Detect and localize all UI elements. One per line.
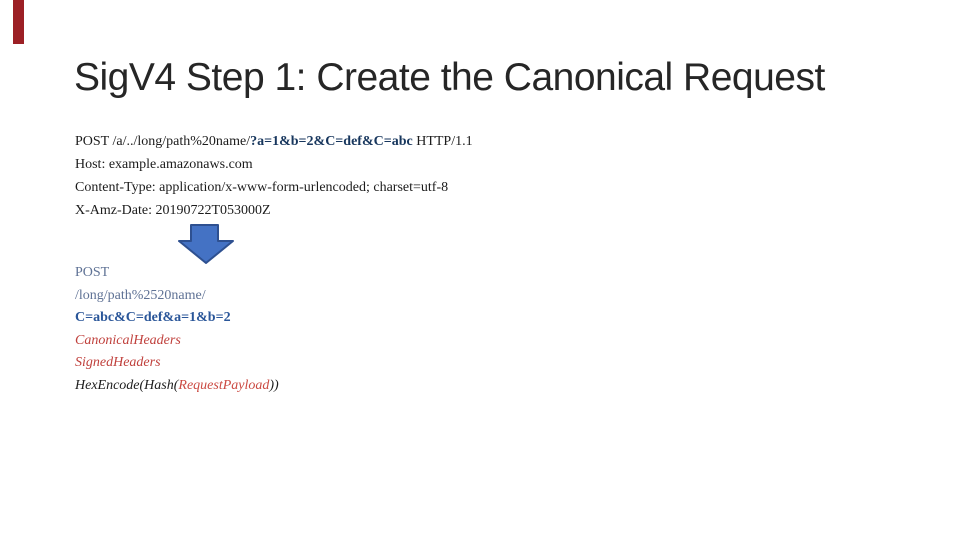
down-arrow-icon xyxy=(178,224,234,264)
hashed-payload-line: HexEncode(Hash(RequestPayload)) xyxy=(75,375,279,398)
request-payload-label: RequestPayload xyxy=(178,377,270,393)
request-query-string: ?a=1&b=2&C=def&C=abc xyxy=(250,134,413,149)
request-method-path: POST /a/../long/path%20name/ xyxy=(75,134,251,149)
canonical-query-string: C=abc&C=def&a=1&b=2 xyxy=(75,310,231,326)
hashed-payload-suffix: )) xyxy=(269,377,279,393)
hashed-payload-prefix: HexEncode(Hash( xyxy=(75,377,179,393)
request-http-version: HTTP/1.1 xyxy=(412,134,473,149)
amz-date-header: X-Amz-Date: 20190722T053000Z xyxy=(75,203,271,218)
slide-title: SigV4 Step 1: Create the Canonical Reque… xyxy=(74,56,825,99)
http-request-block: POST /a/../long/path%20name/?a=1&b=2&C=d… xyxy=(75,130,473,222)
host-header: Host: example.amazonaws.com xyxy=(75,157,253,172)
slide-accent-bar xyxy=(13,0,24,44)
canonical-http-method: POST xyxy=(75,265,110,280)
canonical-uri: /long/path%2520name/ xyxy=(75,287,206,303)
request-line: POST /a/../long/path%20name/?a=1&b=2&C=d… xyxy=(75,130,473,153)
signed-headers-label: SignedHeaders xyxy=(75,355,161,371)
canonical-headers-label: CanonicalHeaders xyxy=(75,332,181,348)
canonical-request-block: POST /long/path%2520name/ C=abc&C=def&a=… xyxy=(75,262,279,398)
content-type-header: Content-Type: application/x-www-form-url… xyxy=(75,180,449,195)
